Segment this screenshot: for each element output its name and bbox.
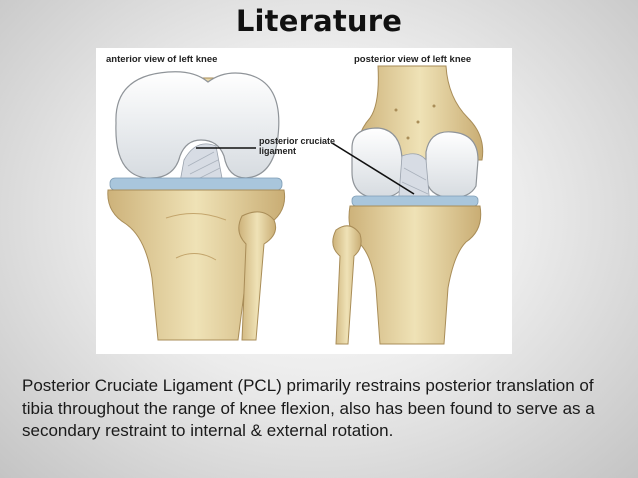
- callout-line-posterior: [331, 142, 415, 195]
- posterior-knee: [332, 65, 484, 345]
- pcl-callout-label: posterior cruciate ligament: [259, 136, 339, 156]
- callout-line1: posterior cruciate: [259, 136, 336, 146]
- anterior-knee: [107, 71, 286, 341]
- knee-illustration: [107, 65, 484, 345]
- knee-anatomy-figure: anterior view of left knee posterior vie…: [96, 48, 512, 354]
- anterior-view-label: anterior view of left knee: [106, 54, 218, 65]
- slide-caption: Posterior Cruciate Ligament (PCL) primar…: [22, 376, 595, 440]
- callout-line2: ligament: [259, 146, 297, 156]
- posterior-view-label: posterior view of left knee: [354, 54, 472, 65]
- slide-title: Literature: [235, 4, 403, 38]
